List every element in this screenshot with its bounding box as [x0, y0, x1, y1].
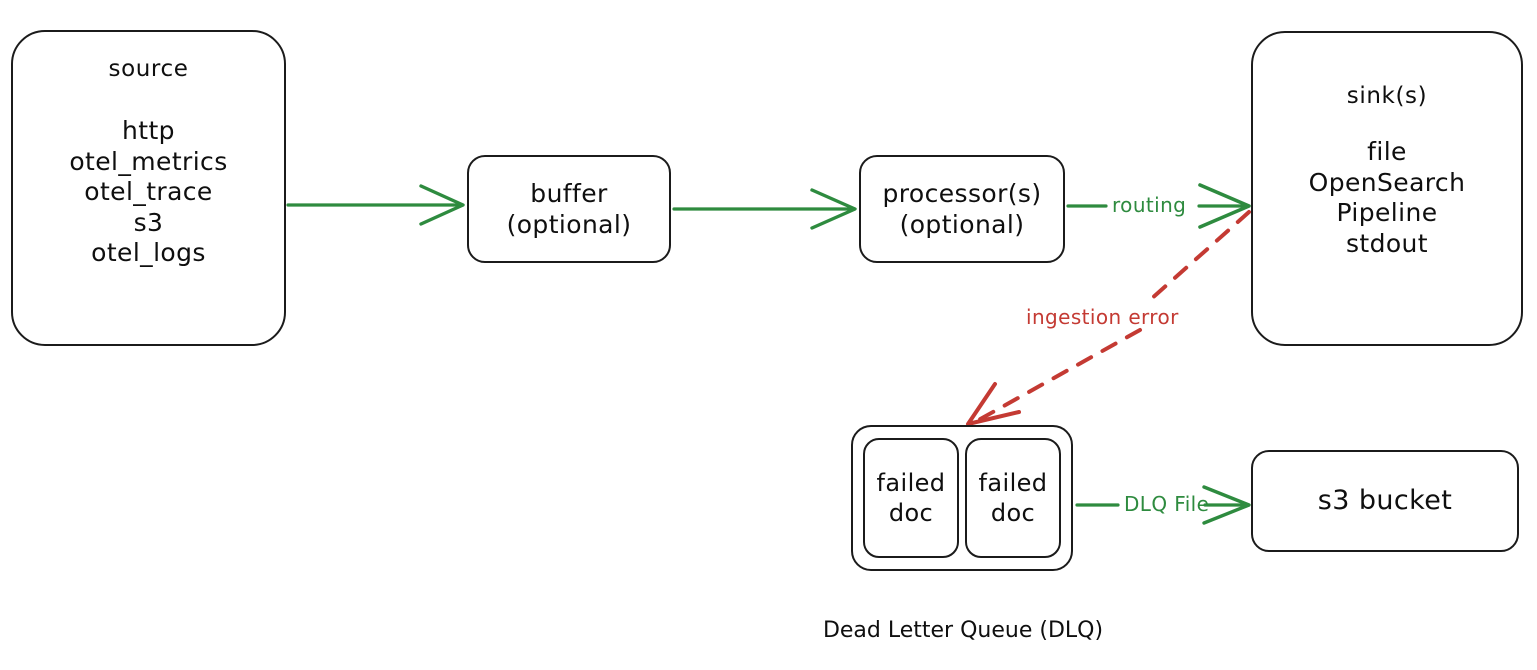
sink-item-file: file: [1367, 137, 1407, 166]
node-source-title: source: [108, 56, 189, 82]
dlq-failed-doc-1-line1: failed: [876, 469, 946, 497]
node-s3-bucket[interactable]: s3 bucket: [1251, 450, 1519, 552]
dlq-caption-line1: Dead Letter Queue (DLQ): [822, 617, 1104, 643]
node-processor-label: processor(s): [882, 178, 1042, 208]
node-buffer-optional: (optional): [506, 210, 632, 239]
node-source-list: http otel_metrics otel_trace s3 otel_log…: [69, 116, 227, 269]
dlq-failed-doc-1-line2: doc: [888, 499, 934, 527]
edge-label-dlq-file: DLQ File: [1124, 492, 1210, 516]
edge-buffer-to-processor: [672, 188, 857, 230]
node-processor[interactable]: processor(s) (optional): [859, 155, 1065, 263]
node-buffer[interactable]: buffer (optional): [467, 155, 671, 263]
edge-label-routing: routing: [1112, 193, 1187, 217]
edge-label-ingestion-error: ingestion error: [1026, 305, 1179, 329]
sink-item-stdout: stdout: [1345, 228, 1429, 258]
dlq-failed-doc-1[interactable]: failed doc: [863, 438, 959, 558]
node-sink-list: file OpenSearch Pipeline stdout: [1309, 137, 1466, 259]
dlq-failed-doc-2[interactable]: failed doc: [965, 438, 1061, 558]
node-s3-bucket-label: s3 bucket: [1317, 485, 1453, 517]
node-buffer-label: buffer: [530, 178, 608, 208]
node-sink-title: sink(s): [1346, 83, 1428, 109]
sink-item-opensearch: OpenSearch: [1308, 167, 1466, 197]
node-source[interactable]: source http otel_metrics otel_trace s3 o…: [11, 30, 286, 346]
node-sink[interactable]: sink(s) file OpenSearch Pipeline stdout: [1251, 31, 1523, 346]
source-item-http: http: [122, 116, 175, 145]
node-dead-letter-queue[interactable]: failed doc failed doc: [851, 425, 1073, 571]
dlq-failed-doc-2-line2: doc: [990, 499, 1036, 527]
dlq-caption: Dead Letter Queue (DLQ) s3 available onl…: [790, 586, 1136, 670]
source-item-otel-logs: otel_logs: [91, 238, 206, 267]
edge-source-to-buffer: [286, 184, 465, 226]
source-item-s3: s3: [133, 207, 164, 237]
source-item-otel-trace: otel_trace: [84, 177, 213, 206]
source-item-otel-metrics: otel_metrics: [69, 146, 228, 176]
sink-item-pipeline: Pipeline: [1336, 198, 1438, 227]
dlq-failed-doc-2-line1: failed: [978, 469, 1048, 497]
node-processor-optional: (optional): [899, 210, 1025, 239]
